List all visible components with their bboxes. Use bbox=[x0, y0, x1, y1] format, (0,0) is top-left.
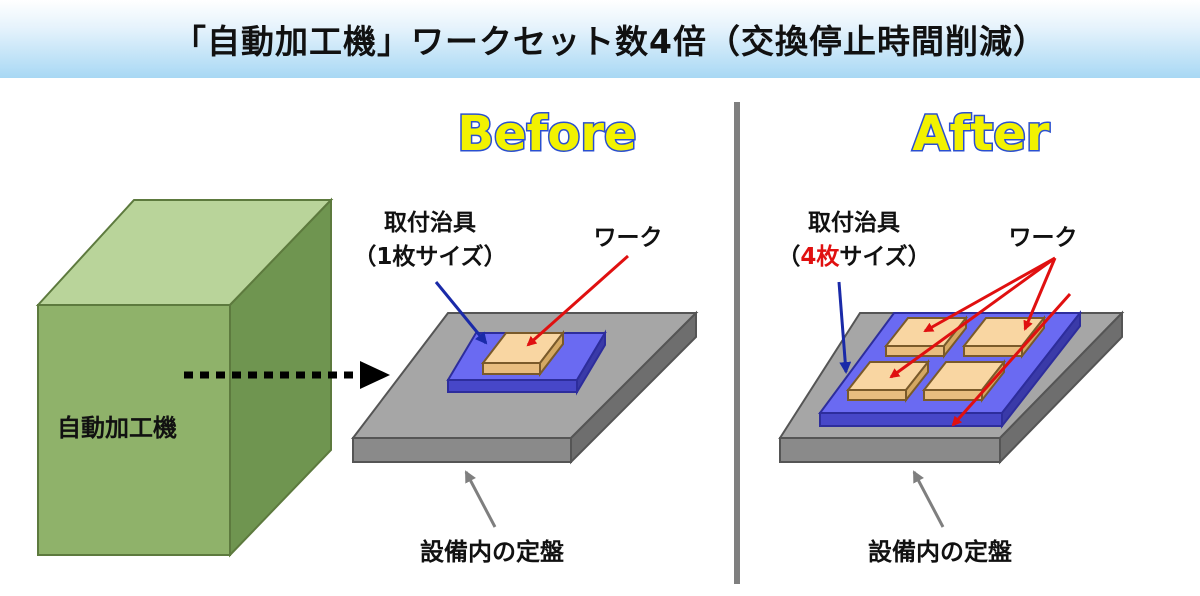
after-work-arrow-2 bbox=[1023, 257, 1057, 331]
after-work-arrow-1 bbox=[923, 256, 1056, 333]
before-plate-arrow bbox=[464, 470, 497, 528]
page-title: 「自動加工機」ワークセット数4倍（交換停止時間削減） bbox=[173, 22, 1047, 61]
after-plate-arrow bbox=[912, 470, 945, 528]
after-jig-label-count: 4枚 bbox=[800, 243, 839, 270]
before-work bbox=[480, 330, 566, 377]
after-work-arrow-4 bbox=[951, 293, 1072, 427]
title-bar: 「自動加工機」ワークセット数4倍（交換停止時間削減） bbox=[0, 0, 1200, 78]
machine-label: 自動加工機 bbox=[57, 414, 177, 442]
before-jig-arrow bbox=[434, 281, 488, 345]
after-jig-label-open: （ bbox=[777, 243, 800, 270]
after-jig-label-line1: 取付治具 bbox=[808, 209, 900, 236]
after-jig-label-rest: サイズ） bbox=[839, 243, 930, 270]
after-work-arrow-3 bbox=[889, 256, 1056, 379]
after-work-label: ワーク bbox=[1009, 225, 1078, 251]
before-jig-label-count: 1 bbox=[376, 244, 392, 270]
after-plate-label: 設備内の定盤 bbox=[868, 538, 1013, 566]
before-work-arrow bbox=[526, 254, 629, 347]
before-jig-label-open: （ bbox=[353, 243, 376, 270]
after-jig-arrow bbox=[837, 281, 852, 374]
dotted-arrow-head bbox=[360, 361, 390, 389]
after-work-3 bbox=[845, 359, 931, 403]
after-heading: After bbox=[912, 106, 1050, 162]
before-jig-label-rest: 枚サイズ） bbox=[392, 243, 506, 270]
before-plate-label: 設備内の定盤 bbox=[420, 538, 565, 566]
before-jig-label-line1: 取付治具 bbox=[384, 209, 476, 236]
before-work-label: ワーク bbox=[594, 225, 663, 251]
section-divider bbox=[734, 102, 740, 584]
before-jig-label-line2: （1枚サイズ） bbox=[353, 243, 506, 270]
before-heading: Before bbox=[457, 106, 636, 162]
after-jig-label-line2: （4枚サイズ） bbox=[777, 243, 930, 270]
